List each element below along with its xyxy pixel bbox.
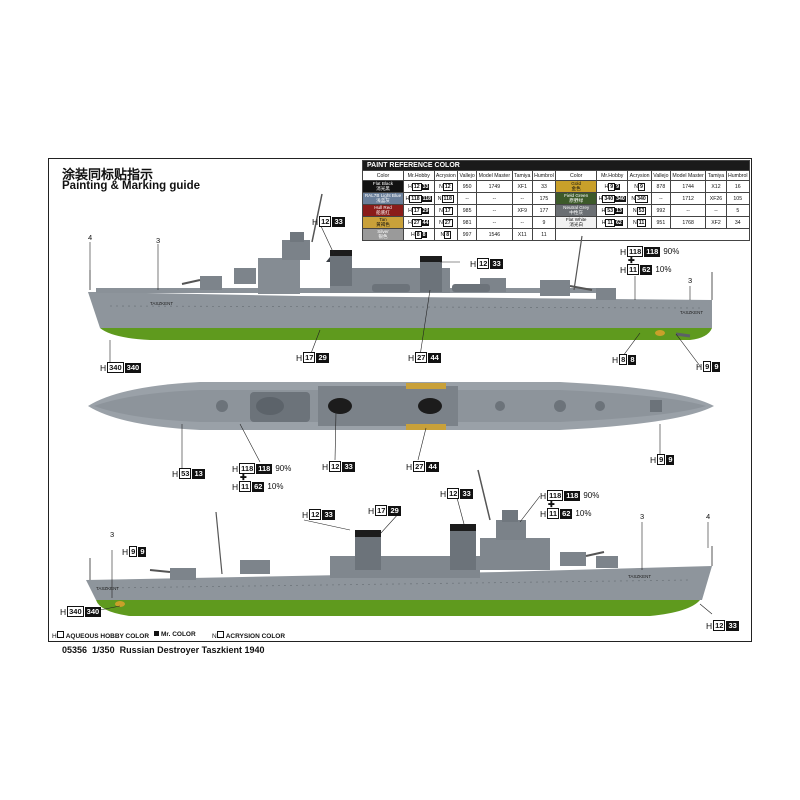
plus-icon: ✚ — [240, 473, 247, 482]
marker-4-bottom-right: 4 — [706, 512, 711, 521]
paint-reference-table: PAINT REFERENCE COLOR Color Mr.Hobby Acr… — [362, 160, 751, 241]
plus-icon: ✚ — [548, 500, 555, 509]
hull-top — [88, 292, 712, 328]
legend-mr-color: Mr. COLOR — [154, 631, 196, 638]
ship-name-bottom-stern: TASZKENT — [96, 586, 119, 591]
footer-caption: 05356 1/350 Russian Destroyer Taszkient … — [62, 645, 265, 655]
ship-profile-bottom: TASZKENT TASZKENT — [86, 469, 713, 616]
ship-name-bottom-bow: TASZKENT — [628, 574, 651, 579]
ship-name-top-bow: TASZKENT — [680, 310, 703, 315]
marker-3-bottom-left: 3 — [110, 530, 115, 539]
title-english: Painting & Marking guide — [62, 180, 201, 192]
title-chinese: 涂装同标贴指示 — [62, 168, 154, 183]
marker-4-top-left: 4 — [88, 233, 93, 242]
marker-3-top-right: 3 — [688, 276, 693, 285]
hull-bottom — [86, 566, 712, 600]
plus-icon: ✚ — [628, 256, 635, 265]
hull-underwater-bottom — [96, 600, 700, 616]
marker-3-top-left: 3 — [156, 236, 161, 245]
leader-lines — [89, 223, 713, 615]
ship-profile-top: TASZKENT TASZKENT — [88, 193, 713, 340]
ship-name-top-stern: TASZKENT — [150, 301, 173, 306]
hull-underwater-top — [100, 328, 712, 340]
ship-plan — [88, 382, 714, 430]
marker-3-bottom-right: 3 — [640, 512, 645, 521]
